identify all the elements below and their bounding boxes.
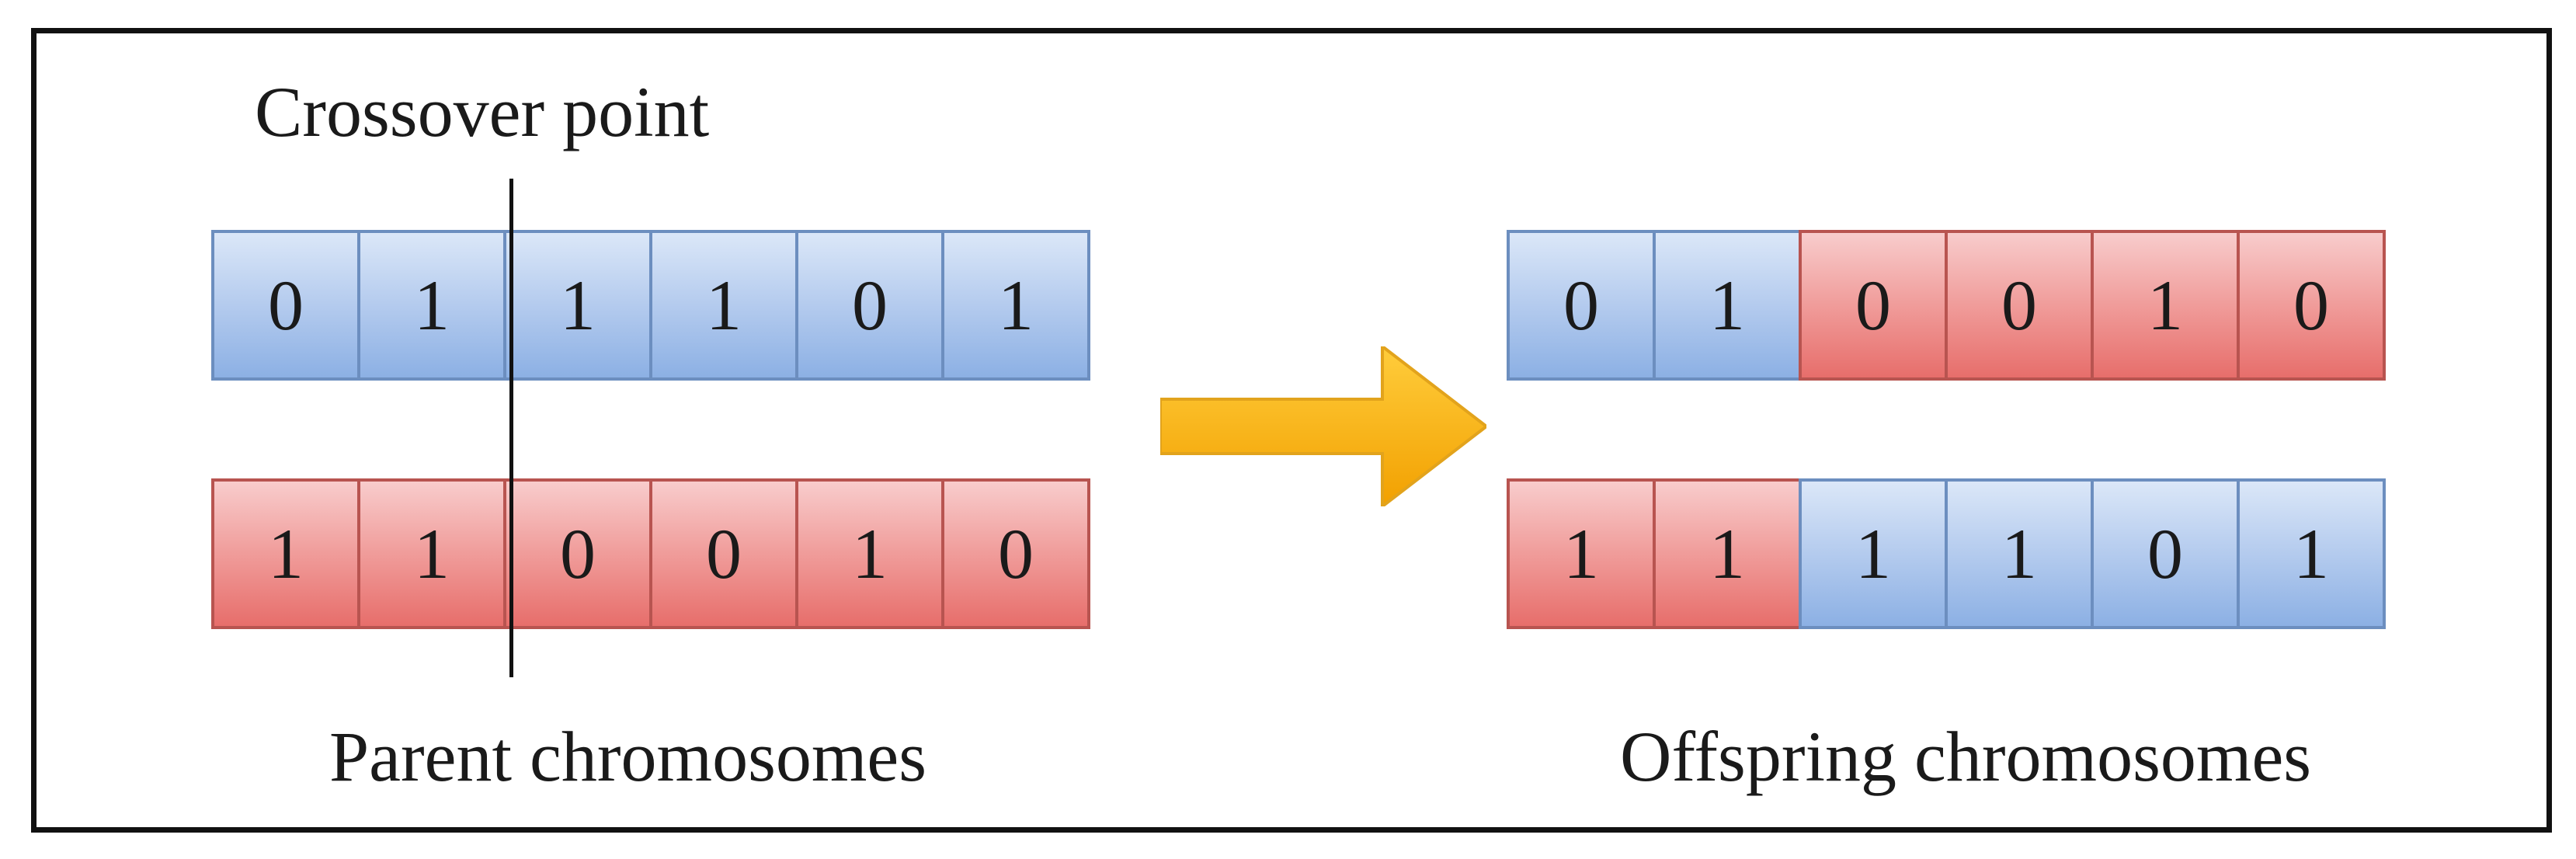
- gene-cell: 1: [1945, 478, 2094, 629]
- gene-cell: 0: [1945, 230, 2094, 381]
- crossover-line: [509, 179, 513, 677]
- gene-cell: 1: [357, 478, 506, 629]
- gene-cell: 0: [503, 478, 652, 629]
- gene-cell: 0: [1799, 230, 1948, 381]
- gene-cell: 1: [211, 478, 360, 629]
- gene-cell: 0: [649, 478, 798, 629]
- gene-cell: 0: [211, 230, 360, 381]
- offspring-chromosome-2: 1 1 1 1 0 1: [1507, 478, 2386, 629]
- gene-cell: 1: [1653, 478, 1802, 629]
- gene-cell: 1: [1653, 230, 1802, 381]
- crossover-point-label: Crossover point: [255, 72, 710, 151]
- gene-cell: 1: [2237, 478, 2386, 629]
- gene-cell: 0: [795, 230, 944, 381]
- gene-cell: 1: [941, 230, 1090, 381]
- gene-cell: 1: [2091, 230, 2240, 381]
- gene-cell: 1: [649, 230, 798, 381]
- gene-cell: 1: [1507, 478, 1656, 629]
- gene-cell: 0: [1507, 230, 1656, 381]
- gene-cell: 1: [503, 230, 652, 381]
- parent-chromosome-1: 0 1 1 1 0 1: [211, 230, 1090, 381]
- gene-cell: 1: [357, 230, 506, 381]
- parent-chromosome-2: 1 1 0 0 1 0: [211, 478, 1090, 629]
- gene-cell: 0: [941, 478, 1090, 629]
- parent-chromosomes-label: Parent chromosomes: [329, 717, 927, 796]
- offspring-chromosomes-label: Offspring chromosomes: [1620, 717, 2312, 796]
- gene-cell: 1: [795, 478, 944, 629]
- arrow-shape: [1160, 346, 1486, 506]
- right-arrow-icon: [1160, 346, 1486, 506]
- gene-cell: 0: [2237, 230, 2386, 381]
- offspring-chromosome-1: 0 1 0 0 1 0: [1507, 230, 2386, 381]
- gene-cell: 0: [2091, 478, 2240, 629]
- gene-cell: 1: [1799, 478, 1948, 629]
- diagram-frame: [31, 28, 2552, 833]
